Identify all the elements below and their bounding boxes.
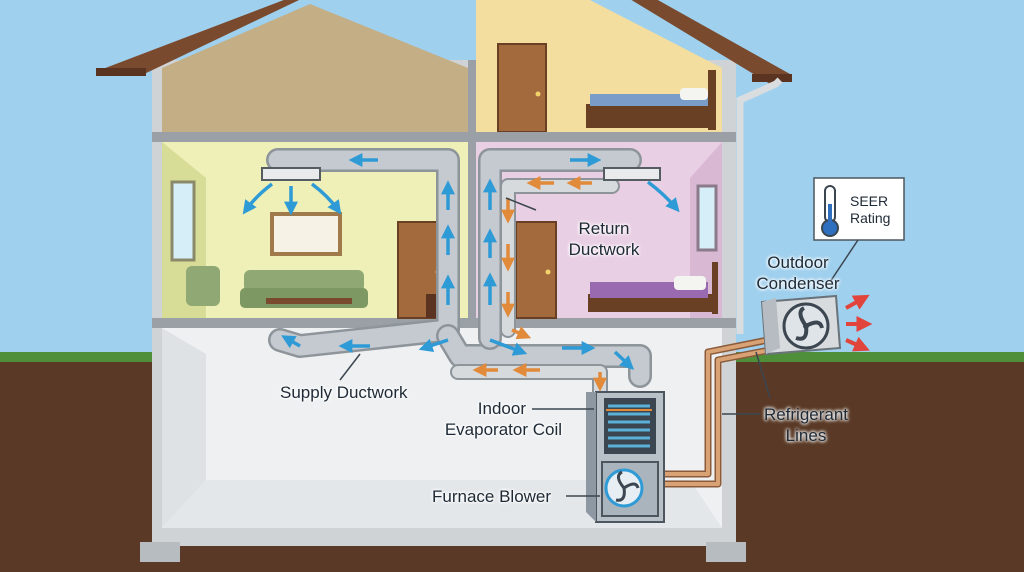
outdoor-condenser-unit (762, 296, 840, 354)
refrigerant-lines-label-line1: Refrigerant (752, 404, 860, 425)
thermometer-icon (822, 186, 838, 236)
roof-eave-left (96, 68, 146, 76)
seer-rating-label: SEER Rating (850, 193, 902, 227)
bedroom-vent (604, 168, 660, 180)
supply-ductwork-label: Supply Ductwork (280, 382, 408, 403)
attic-door (498, 44, 546, 132)
indoor-evaporator-coil-label-line2: Evaporator Coil (410, 419, 562, 440)
return-ductwork-label-line2: Ductwork (548, 239, 660, 260)
living-room-window (172, 182, 194, 260)
refrigerant-lines-label: Refrigerant Lines (752, 404, 860, 446)
bedroom-bed-pillow (674, 276, 706, 290)
roof-eave-right (752, 74, 792, 82)
indoor-evaporator-coil-label-line1: Indoor (410, 398, 562, 419)
furnace-unit (586, 392, 664, 522)
furnace-blower-label: Furnace Blower (432, 486, 551, 507)
outdoor-condenser-label-line2: Condenser (740, 273, 856, 294)
outdoor-condenser-label: Outdoor Condenser (740, 252, 856, 294)
foundation-right (706, 542, 746, 562)
foundation-left (140, 542, 180, 562)
outdoor-condenser-label-line1: Outdoor (740, 252, 856, 273)
return-ductwork-label-line1: Return (548, 218, 660, 239)
return-ductwork-label: Return Ductwork (548, 218, 660, 260)
attic-bed-headboard (708, 70, 716, 130)
center-wall (468, 60, 476, 328)
seer-rating-label-line2: Rating (850, 210, 902, 227)
coffee-table (266, 298, 352, 304)
attic-floor (152, 132, 736, 142)
bedroom-bed-headboard (712, 262, 718, 314)
seer-rating-label-line1: SEER (850, 193, 902, 210)
bedroom-window (698, 186, 716, 250)
door-knob (546, 270, 551, 275)
indoor-evaporator-coil-label: Indoor Evaporator Coil (410, 398, 562, 440)
door-knob (536, 92, 541, 97)
living-room-vent (262, 168, 320, 180)
picture-frame (272, 214, 340, 254)
attic-bed-pillow (680, 88, 708, 100)
refrigerant-lines-label-line2: Lines (752, 425, 860, 446)
armchair (186, 266, 220, 306)
attic-bed-frame (586, 104, 712, 128)
